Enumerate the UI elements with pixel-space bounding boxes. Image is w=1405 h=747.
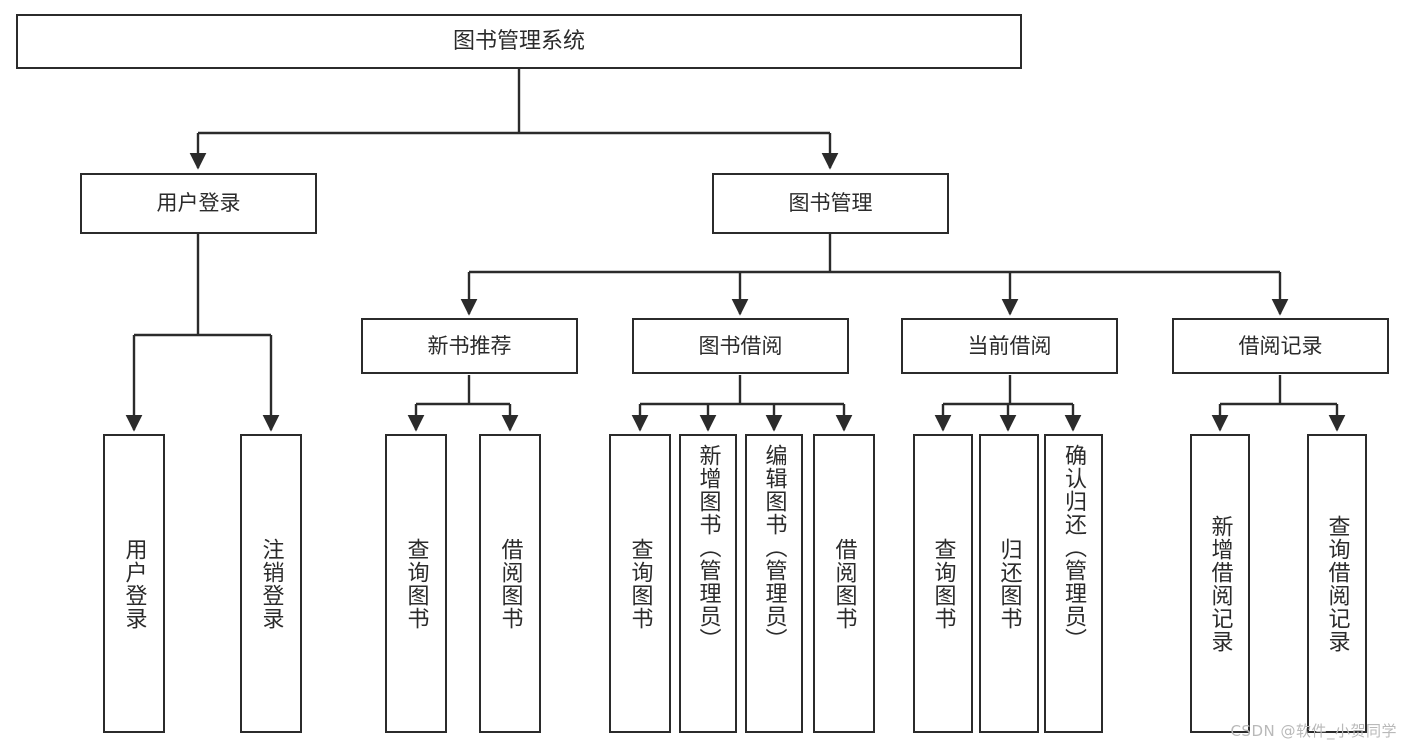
node-leaf-borrow-book-2[interactable]: 借阅图书 [813,434,875,733]
node-leaf-add-book[interactable]: 新增图书（管理员） [679,434,737,733]
node-leaf-borrow-book-1-label: 借阅图书 [497,537,523,630]
node-book-management-label: 图书管理 [788,191,873,216]
node-leaf-confirm-return-label: 确认归还（管理员） [1061,444,1087,651]
node-leaf-query-book-2-label: 查询图书 [627,537,653,630]
node-leaf-edit-book[interactable]: 编辑图书（管理员） [745,434,803,733]
node-new-book-recommendation-label: 新书推荐 [427,333,512,358]
node-leaf-query-book-3[interactable]: 查询图书 [913,434,973,733]
node-leaf-edit-book-label: 编辑图书（管理员） [761,444,787,651]
node-leaf-user-login-label: 用户登录 [121,537,147,630]
node-book-borrow-label: 图书借阅 [698,333,783,358]
node-borrow-record[interactable]: 借阅记录 [1172,318,1389,374]
node-leaf-logout-label: 注销登录 [258,537,284,630]
node-leaf-add-book-label: 新增图书（管理员） [695,444,721,651]
node-new-book-recommendation[interactable]: 新书推荐 [361,318,578,374]
node-leaf-query-book-1[interactable]: 查询图书 [385,434,447,733]
node-book-borrow[interactable]: 图书借阅 [632,318,849,374]
node-root[interactable]: 图书管理系统 [16,14,1022,69]
node-current-borrow[interactable]: 当前借阅 [901,318,1118,374]
node-borrow-record-label: 借阅记录 [1238,333,1323,358]
node-leaf-add-record-label: 新增借阅记录 [1207,514,1233,653]
node-root-label: 图书管理系统 [452,28,585,54]
node-leaf-logout[interactable]: 注销登录 [240,434,302,733]
node-leaf-query-book-3-label: 查询图书 [930,537,956,630]
node-book-management[interactable]: 图书管理 [712,173,949,234]
node-leaf-confirm-return[interactable]: 确认归还（管理员） [1044,434,1103,733]
node-leaf-query-book-2[interactable]: 查询图书 [609,434,671,733]
node-current-borrow-label: 当前借阅 [967,333,1052,358]
node-leaf-borrow-book-2-label: 借阅图书 [831,537,857,630]
csdn-watermark: CSDN @软件_小贺同学 [1230,722,1397,740]
node-leaf-user-login[interactable]: 用户登录 [103,434,165,733]
node-leaf-add-record[interactable]: 新增借阅记录 [1190,434,1250,733]
node-user-login[interactable]: 用户登录 [80,173,317,234]
node-user-login-label: 用户登录 [156,191,241,216]
node-leaf-return-book[interactable]: 归还图书 [979,434,1039,733]
node-leaf-query-record[interactable]: 查询借阅记录 [1307,434,1367,733]
node-leaf-borrow-book-1[interactable]: 借阅图书 [479,434,541,733]
node-leaf-query-record-label: 查询借阅记录 [1324,514,1350,653]
node-leaf-return-book-label: 归还图书 [996,537,1022,630]
node-leaf-query-book-1-label: 查询图书 [403,537,429,630]
